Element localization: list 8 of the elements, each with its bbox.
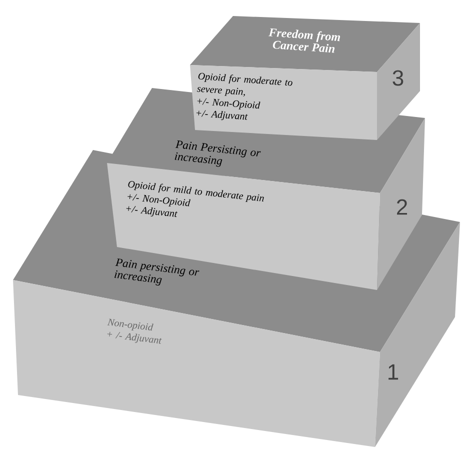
node-label: Non-opioid	[107, 318, 154, 331]
step-block: Freedom from Cancer Pain 3 Opioid for moderate to severe pain, +/- Non-Opioid +/- Adjuvant	[190, 16, 420, 140]
node-label: Freedom from Cancer Pain	[268, 28, 340, 53]
node-label: 1	[388, 364, 398, 380]
node-label: 2	[397, 199, 408, 215]
node-label: 3	[392, 70, 404, 86]
node-label: + /- Adjuvant	[107, 332, 162, 344]
node-label: Pain persisting or increasing	[114, 258, 200, 286]
